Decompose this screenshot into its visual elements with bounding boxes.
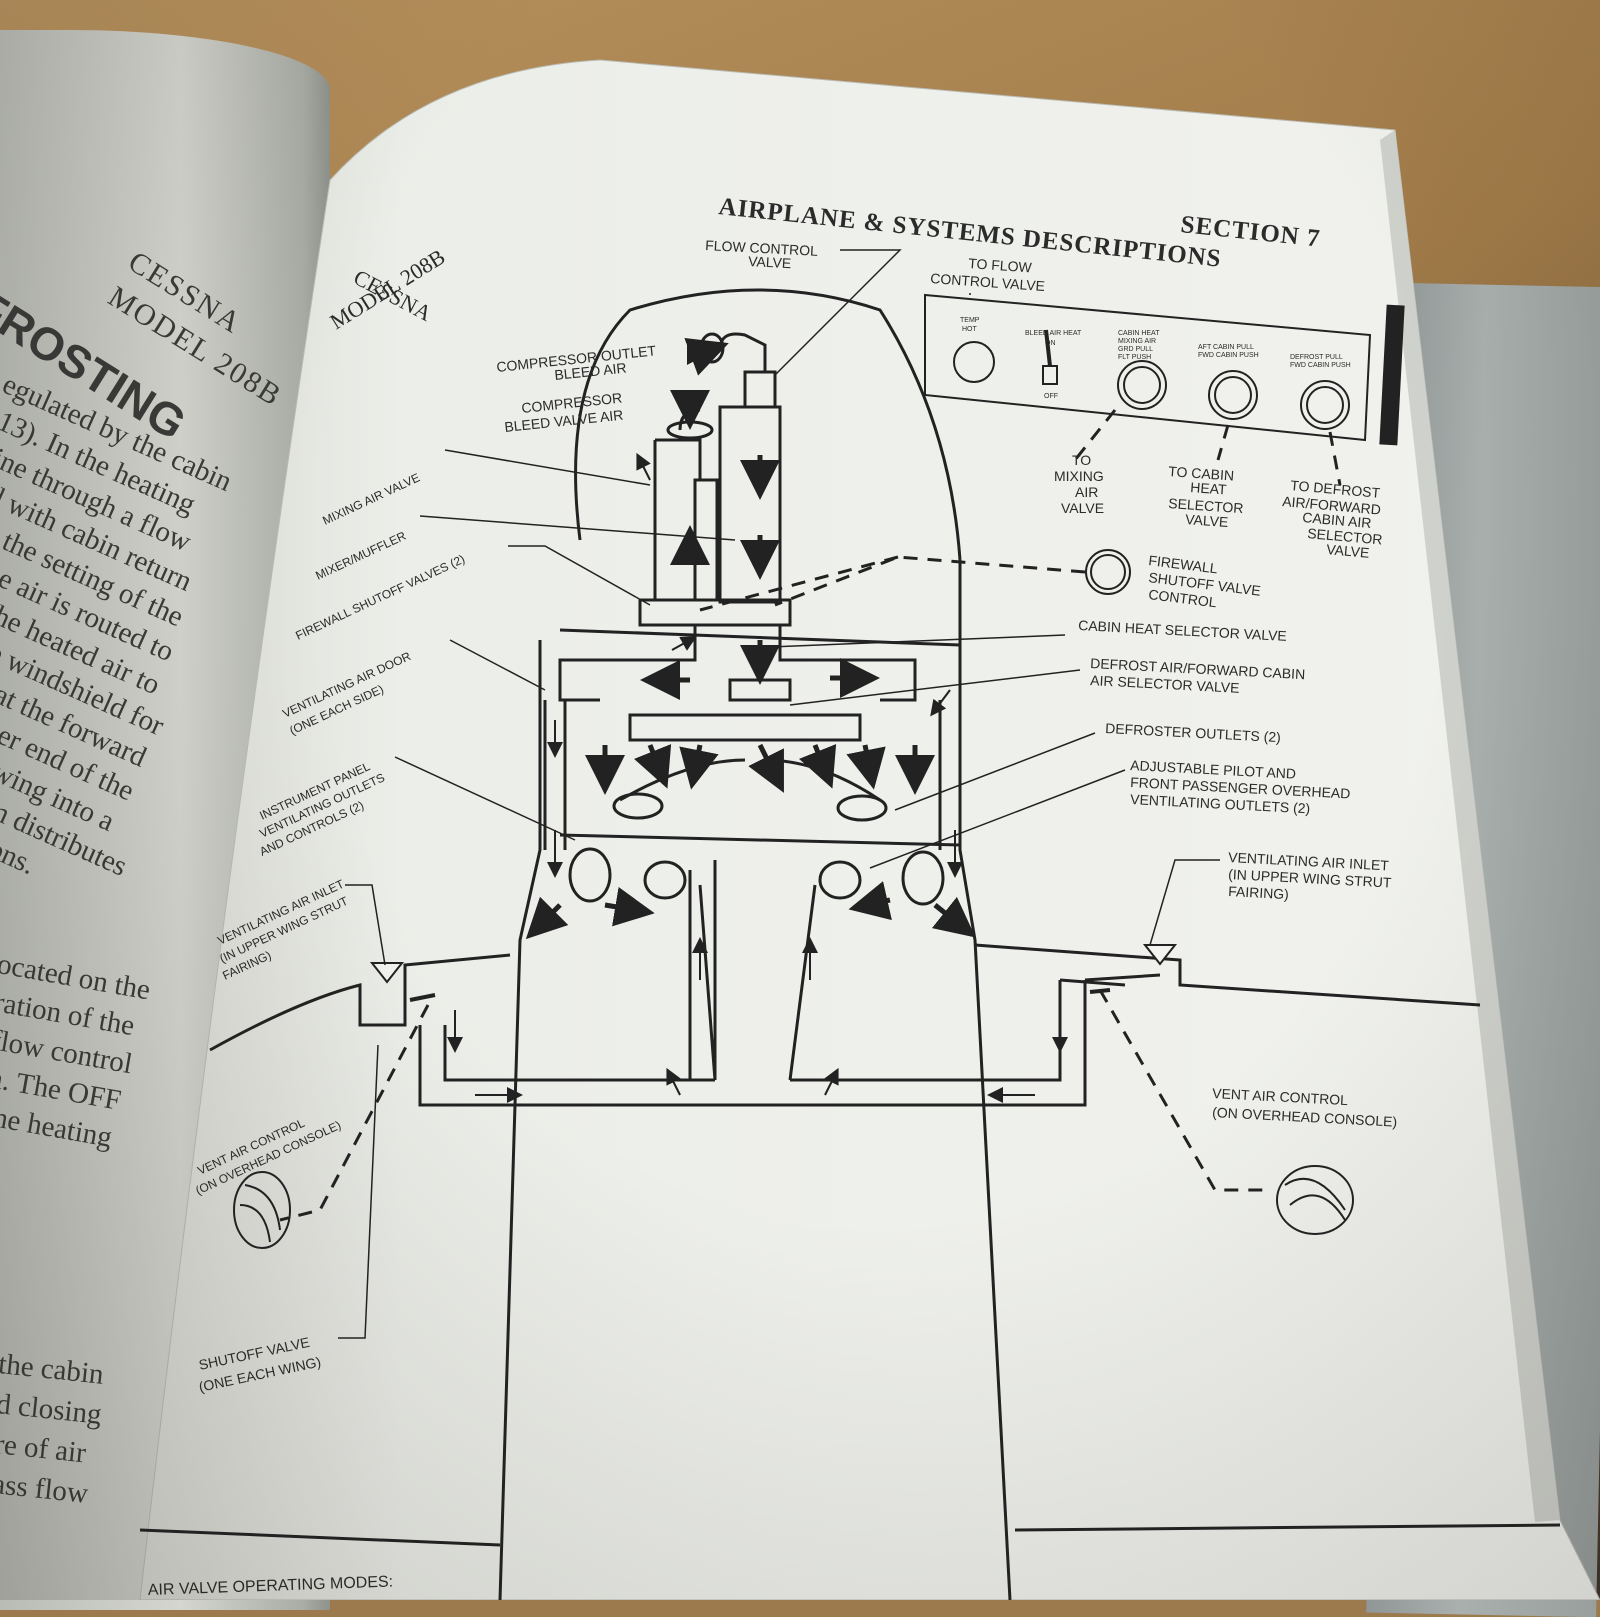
lower-duct [418, 860, 1161, 1107]
label-to-mixing-3: AIR [1075, 484, 1098, 500]
bleed-switch-label: BLEED AIR HEAT [1025, 330, 1082, 337]
temp-label-line2: HOT [962, 326, 978, 333]
right-inlet-arrow [1142, 944, 1178, 966]
label-to-mixing-4: VALVE [1061, 500, 1104, 516]
dashed-control-lines [279, 409, 1342, 1222]
leader-lines [338, 249, 1220, 1339]
label-to-cabin-heat-1: TO CABIN [1168, 463, 1235, 484]
side-ducts [543, 700, 962, 850]
mixing-knob-line4: FLT PUSH [1118, 354, 1151, 361]
control-panel [924, 293, 1372, 442]
label-compressor-outlet-2: BLEED AIR [554, 360, 628, 383]
defrost-knob-line1: DEFROST PULL [1290, 354, 1343, 361]
vent-air-control-knobs [233, 1165, 1354, 1249]
compressor-outlet-arrow [687, 340, 712, 365]
page-edge-shadow [1380, 130, 1560, 1522]
cabin-knob-line2: FWD CABIN PUSH [1198, 352, 1259, 359]
label-to-flow-control-1: TO FLOW [968, 255, 1033, 275]
label-to-cabin-heat-3: SELECTOR [1168, 495, 1244, 516]
label-right-vent-control-1: VENT AIR CONTROL [1212, 1085, 1349, 1108]
label-to-defrost-4: SELECTOR [1307, 525, 1383, 547]
label-to-flow-control-2: CONTROL VALVE [930, 270, 1046, 294]
defrost-knob-line2: FWD CABIN PUSH [1290, 362, 1351, 369]
compressor-bleed-arrow [677, 397, 706, 418]
temp-label-line1: TEMP [960, 317, 980, 324]
label-to-defrost-5: VALVE [1326, 541, 1370, 561]
label-to-defrost-3: CABIN AIR [1302, 509, 1372, 531]
label-to-cabin-heat-4: VALVE [1185, 511, 1229, 530]
label-to-defrost-1: TO DEFROST [1290, 477, 1381, 501]
label-defrost-forward-2: AIR SELECTOR VALVE [1090, 672, 1240, 696]
bleed-switch-off: OFF [1044, 393, 1058, 400]
label-to-cabin-heat-2: HEAT [1190, 479, 1228, 498]
label-right-vent-inlet-3: FAIRING) [1228, 883, 1289, 902]
wing-outlines [139, 943, 1561, 1547]
label-flow-control-valve-1: FLOW CONTROL [705, 237, 819, 259]
bleed-switch-on: ON [1045, 340, 1056, 347]
cabin-knob-line1: AFT CABIN PULL [1198, 344, 1254, 351]
mixing-knob-line2: MIXING AIR [1118, 338, 1156, 345]
panel-legends: TEMP HOT BLEED AIR HEAT ON OFF CABIN HEA… [960, 317, 1351, 400]
label-to-mixing-1: TO [1072, 452, 1091, 468]
page-sheet [139, 59, 1600, 1600]
left-inlet-arrow [369, 962, 405, 984]
firewall-shutoff-knob [1085, 549, 1131, 595]
mixing-knob-line1: CABIN HEAT [1118, 330, 1160, 337]
section-tab-bar [1379, 304, 1405, 446]
airflow-arrows-hollow [447, 452, 1068, 1103]
label-flow-control-valve-2: VALVE [748, 253, 792, 271]
label-to-mixing-2: MIXING [1054, 468, 1104, 484]
mixing-knob-line3: GRD PULL [1118, 346, 1153, 353]
